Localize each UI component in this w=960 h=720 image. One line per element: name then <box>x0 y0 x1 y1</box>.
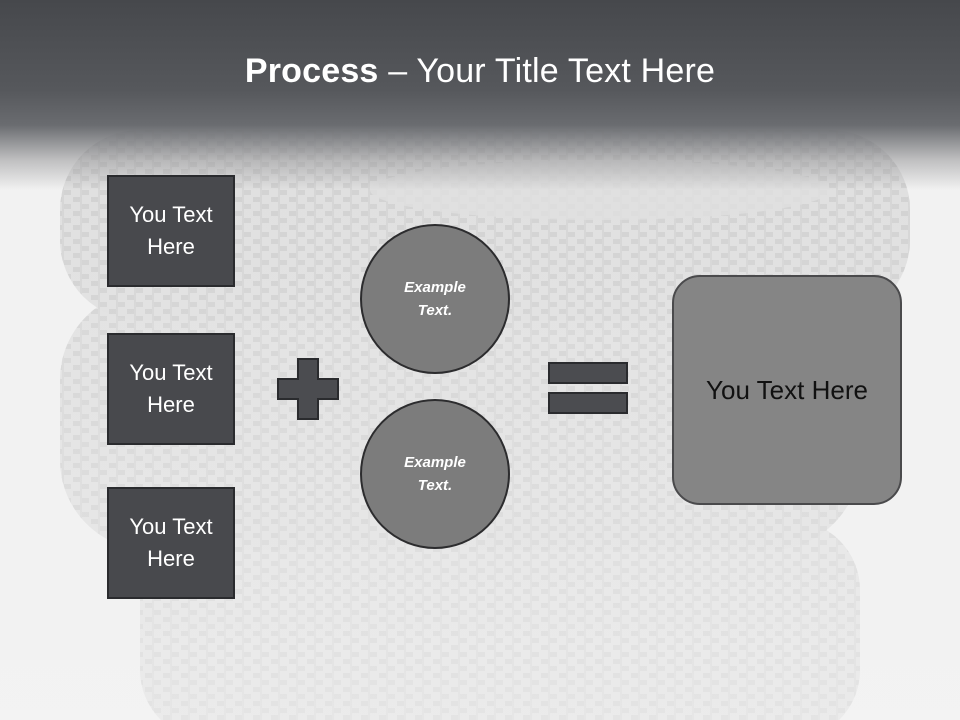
plus-icon <box>277 358 339 420</box>
page-title: Process – Your Title Text Here <box>0 52 960 91</box>
example-circle-2: Example Text. <box>360 399 510 549</box>
text-box-label: You Text Here <box>129 360 213 417</box>
title-bold: Process <box>244 52 379 90</box>
title-rest: – Your Title Text Here <box>378 52 716 90</box>
text-box-1: You Text Here <box>107 175 235 287</box>
text-box-3: You Text Here <box>107 487 235 599</box>
text-box-label: You Text Here <box>129 514 213 571</box>
text-box-label: You Text Here <box>129 202 213 259</box>
example-circle-1: Example Text. <box>360 224 510 374</box>
title-bar <box>0 0 960 190</box>
circle-label: Example Text. <box>404 454 466 494</box>
result-box: You Text Here <box>672 275 902 505</box>
circle-label: Example Text. <box>404 279 466 319</box>
result-label: You Text Here <box>706 374 868 405</box>
text-box-2: You Text Here <box>107 333 235 445</box>
equals-icon <box>548 362 628 414</box>
